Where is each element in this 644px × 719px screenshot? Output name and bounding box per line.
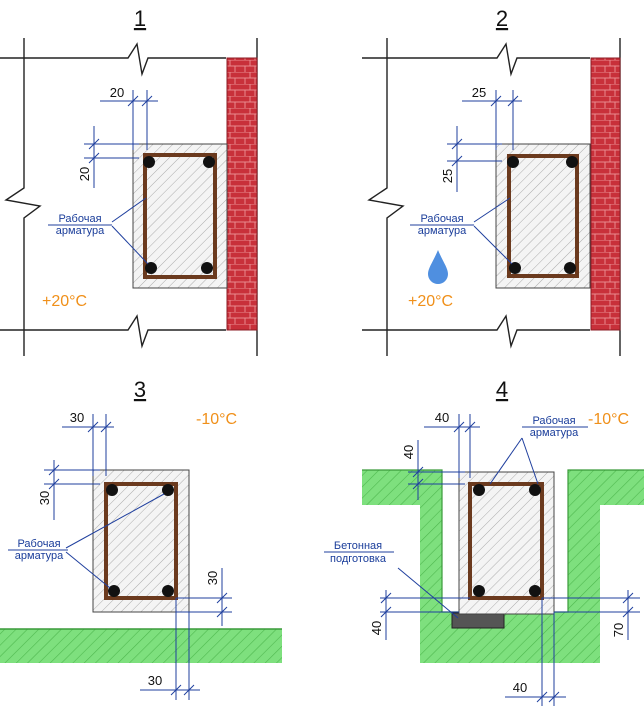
panel-4-prep-label-1: Бетонная <box>334 540 382 552</box>
panel-1-brick-wall <box>226 57 258 331</box>
panel-3-rebar-label-2: арматура <box>15 550 64 562</box>
panel-4-cover-top: 40 <box>435 410 449 425</box>
panel-1-bottom-edge <box>0 314 226 349</box>
panel-2-dimension-lines <box>447 90 522 265</box>
panel-4-prep-label-2: подготовка <box>330 553 387 565</box>
panel-1-top-edge <box>0 42 226 77</box>
panel-2-rebar-top-left <box>507 156 519 168</box>
panel-2-rebar-label-2: арматура <box>418 225 467 237</box>
panel-4-cover-side: 40 <box>401 445 416 459</box>
panel-1-cover-top: 20 <box>110 85 124 100</box>
panel-3-number: 3 <box>134 377 146 402</box>
panel-1-rebar-bottom-left <box>145 262 157 274</box>
panel-4-dimension-lines <box>380 414 640 706</box>
panel-1-dimension-lines <box>84 90 158 265</box>
panel-1-rebar-label-1: Рабочая <box>58 213 101 225</box>
panel-4-rebar-top-left <box>473 484 485 496</box>
panel-2-number: 2 <box>496 6 508 31</box>
panel-4-cover-bottom-side: 40 <box>513 680 527 695</box>
panel-3-stirrup <box>104 482 178 600</box>
panel-2-brick-wall <box>590 57 621 331</box>
panel-4-rebar-top-right <box>529 484 541 496</box>
panel-2-rebar-bottom-right <box>564 262 576 274</box>
panel-1-cover-side: 20 <box>77 167 92 181</box>
panel-1-rebar-top-left <box>143 156 155 168</box>
panel-1-number: 1 <box>134 6 146 31</box>
panel-4: 4 -10°C <box>324 377 644 706</box>
panel-4-ground <box>362 470 644 663</box>
panel-4-concrete-prep <box>451 612 505 629</box>
panel-2-cover-side: 25 <box>440 169 455 183</box>
panel-3-cover-bottom: 30 <box>205 571 220 585</box>
panel-4-rebar-label-2: арматура <box>530 427 579 439</box>
panel-1-temperature: +20°C <box>42 293 87 310</box>
panel-2-cover-top: 25 <box>472 85 486 100</box>
panel-2-bottom-edge <box>362 314 590 349</box>
panel-3-cover-side: 30 <box>37 491 52 505</box>
panel-1-left-edge <box>4 38 42 356</box>
panel-2-rebar-bottom-left <box>509 262 521 274</box>
panel-4-rebar-bottom-right <box>529 585 541 597</box>
panel-4-number: 4 <box>496 377 508 402</box>
panel-4-cover-bottom: 40 <box>369 621 384 635</box>
panel-3-cover-top: 30 <box>70 410 84 425</box>
panel-2-temperature: +20°C <box>408 293 453 310</box>
panel-3-dimension-lines <box>44 414 232 700</box>
panel-4-prep-offset: 70 <box>611 623 626 637</box>
panel-2-top-edge <box>362 42 590 77</box>
panel-2: 2 25 25 Рабочая арматура <box>362 6 621 356</box>
panel-4-rebar-label-1: Рабочая <box>532 415 575 427</box>
panel-2-stirrup <box>507 154 579 278</box>
panel-3: 3 -10°C <box>0 377 282 700</box>
panel-4-stirrup <box>468 482 544 600</box>
panel-3-ground <box>0 629 282 663</box>
panel-1-stirrup <box>143 153 217 279</box>
panel-4-rebar-bottom-left <box>473 585 485 597</box>
panel-3-rebar-top-right <box>162 484 174 496</box>
panel-3-cover-bottom-side: 30 <box>148 673 162 688</box>
panel-3-rebar-label-1: Рабочая <box>17 538 60 550</box>
panel-4-temperature: -10°C <box>588 411 629 428</box>
panel-1-rebar-bottom-right <box>201 262 213 274</box>
water-drop-icon <box>428 250 448 284</box>
panel-2-left-edge <box>367 38 405 356</box>
panel-1-rebar-label-2: арматура <box>56 225 105 237</box>
panel-1: 1 20 20 Рабочая <box>0 6 258 356</box>
panel-3-rebar-bottom-left <box>108 585 120 597</box>
panel-3-rebar-bottom-right <box>162 585 174 597</box>
panel-3-temperature: -10°C <box>196 411 237 428</box>
panel-2-rebar-top-right <box>566 156 578 168</box>
panel-3-rebar-top-left <box>106 484 118 496</box>
panel-1-rebar-top-right <box>203 156 215 168</box>
panel-2-rebar-label-1: Рабочая <box>420 213 463 225</box>
